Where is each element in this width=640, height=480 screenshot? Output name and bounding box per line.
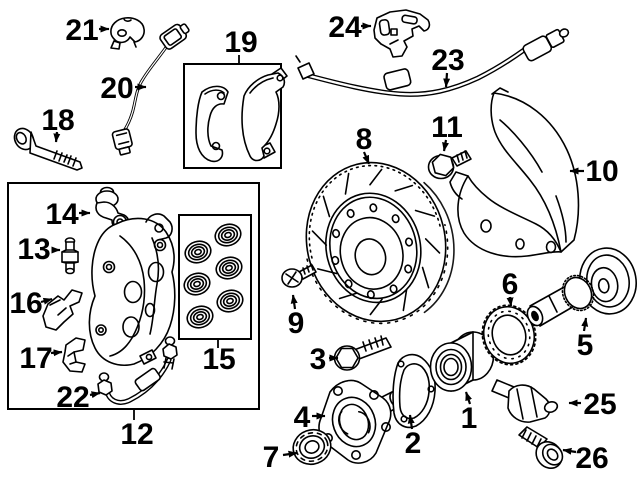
callout-12-number: 12: [120, 418, 153, 451]
callout-24[interactable]: 24: [328, 11, 372, 44]
callout-10-number: 10: [585, 155, 618, 188]
callout-10[interactable]: 10: [569, 155, 619, 188]
brake-pads-illustration: [195, 67, 288, 163]
callout-25-number: 25: [583, 388, 616, 421]
callout-12[interactable]: 12: [120, 410, 154, 451]
lock-ring-illustration: [481, 304, 537, 366]
callout-17-arrow: [50, 349, 63, 357]
guide-pin-illustration: [95, 186, 130, 231]
callout-2-arrow: [407, 414, 415, 430]
callout-5-arrow: [581, 317, 589, 332]
callout-18-number: 18: [41, 104, 74, 137]
callout-9[interactable]: 9: [288, 294, 305, 340]
callout-8[interactable]: 8: [356, 123, 373, 165]
callout-16[interactable]: 16: [9, 287, 53, 320]
callout-1[interactable]: 1: [461, 391, 478, 435]
rotor-screw-illustration: [281, 263, 317, 288]
callout-13[interactable]: 13: [17, 233, 61, 266]
callout-15-number: 15: [202, 343, 235, 376]
callout-22[interactable]: 22: [56, 381, 101, 414]
callout-9-arrow: [290, 294, 298, 310]
piston-seal-kit-illustration: [183, 223, 244, 329]
pad-spring-illustration: [42, 289, 83, 331]
wheel-bearing-illustration: [429, 331, 495, 392]
caliper-bolt-illustration: [13, 127, 83, 171]
callout-1-arrow: [464, 391, 473, 405]
hub-gasket-illustration: [392, 353, 436, 429]
callout-14-number: 14: [45, 198, 79, 231]
caliper-hose-illustration: [97, 336, 178, 405]
callout-23-number: 23: [431, 44, 464, 77]
callout-23[interactable]: 23: [431, 44, 465, 88]
callout-2[interactable]: 2: [405, 414, 422, 460]
brake-rotor-illustration: [305, 161, 455, 325]
callout-20[interactable]: 20: [100, 72, 147, 105]
splash-shield-illustration: [449, 87, 580, 258]
callout-23-arrow: [443, 72, 451, 88]
pad-clip-illustration: [62, 337, 86, 373]
callout-11[interactable]: 11: [431, 111, 463, 152]
shield-bolt-illustration: [427, 150, 472, 180]
callout-4[interactable]: 4: [294, 401, 326, 434]
stub-axle-illustration: [526, 247, 637, 327]
callout-7-number: 7: [263, 441, 280, 474]
abs-sensor-illustration: [491, 379, 559, 423]
callout-7[interactable]: 7: [263, 441, 298, 474]
callout-5[interactable]: 5: [577, 317, 594, 362]
callout-26-arrow: [562, 447, 577, 455]
callout-22-arrow: [89, 391, 101, 399]
callout-18-arrow: [53, 131, 61, 143]
callout-24-number: 24: [328, 11, 362, 44]
callout-2-number: 2: [405, 427, 422, 460]
callout-18[interactable]: 18: [41, 104, 75, 143]
socket-bolt-illustration: [518, 426, 564, 470]
callout-15[interactable]: 15: [202, 340, 236, 376]
callout-6-number: 6: [502, 268, 519, 301]
callout-26-number: 26: [575, 442, 608, 475]
wear-sensor-wire-illustration: [111, 23, 190, 156]
sensor-clip-illustration: [110, 17, 145, 50]
callout-17-number: 17: [19, 342, 52, 375]
callout-7-arrow: [282, 450, 298, 458]
callout-3-number: 3: [310, 343, 327, 376]
callout-11-number: 11: [431, 111, 463, 144]
callout-21-number: 21: [65, 14, 98, 47]
callout-5-number: 5: [577, 329, 594, 362]
callout-17[interactable]: 17: [19, 342, 63, 375]
callout-8-number: 8: [356, 123, 373, 156]
callout-19-number: 19: [224, 26, 257, 59]
brake-hose-illustration: [295, 28, 570, 97]
caliper-group-box: [7, 182, 260, 410]
brake-pads-box: [183, 63, 282, 169]
callout-19[interactable]: 19: [224, 26, 258, 63]
callout-22-number: 22: [56, 381, 89, 414]
callout-1-number: 1: [461, 402, 478, 435]
callout-11-arrow: [442, 139, 449, 152]
brake-caliper-illustration: [88, 213, 176, 366]
callout-25[interactable]: 25: [568, 388, 617, 421]
callout-8-arrow: [362, 151, 371, 165]
callout-13-number: 13: [17, 233, 50, 266]
callout-9-number: 9: [288, 307, 305, 340]
callout-21[interactable]: 21: [65, 14, 110, 47]
axle-nut-illustration: [292, 428, 332, 466]
callout-16-arrow: [40, 297, 53, 305]
hose-bracket-illustration: [373, 9, 431, 58]
callout-4-number: 4: [294, 401, 311, 434]
callout-26[interactable]: 26: [562, 442, 609, 475]
callout-14[interactable]: 14: [45, 198, 91, 231]
callout-16-number: 16: [9, 287, 42, 320]
callout-3[interactable]: 3: [310, 343, 339, 376]
callout-6[interactable]: 6: [502, 268, 519, 307]
seal-kit-box: [178, 214, 252, 340]
callout-20-number: 20: [100, 72, 133, 105]
callout-6-arrow: [506, 296, 514, 307]
bleeder-screw-illustration: [61, 237, 79, 275]
wheel-hub-illustration: [318, 379, 403, 464]
